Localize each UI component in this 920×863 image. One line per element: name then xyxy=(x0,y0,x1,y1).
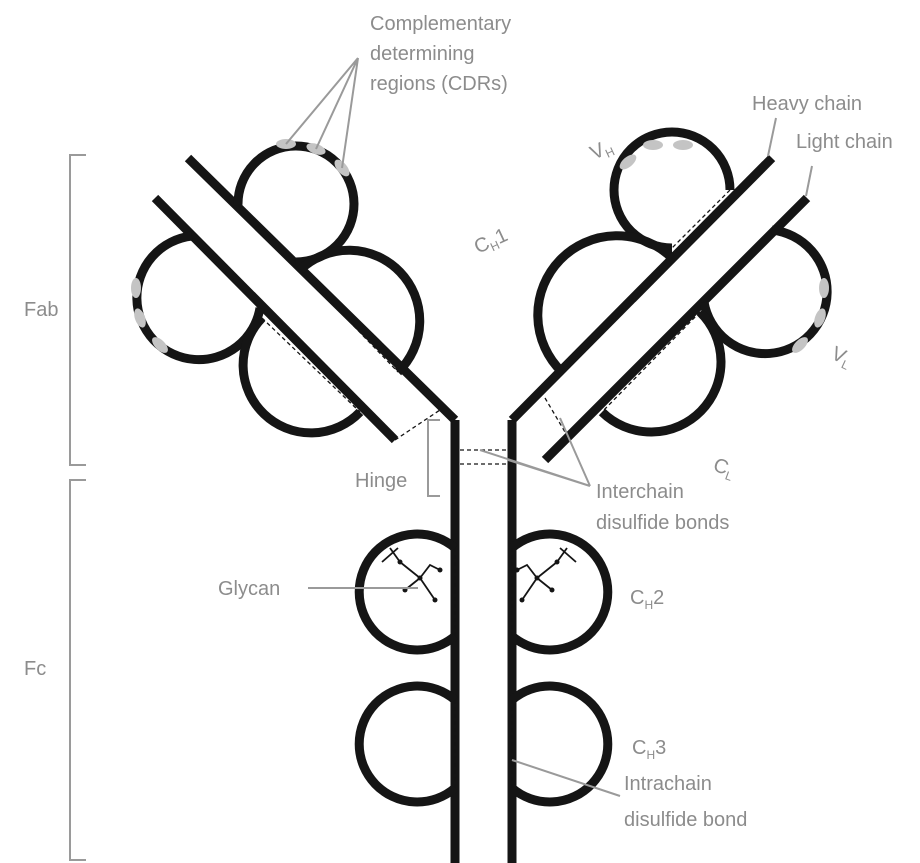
fc-domains xyxy=(359,534,608,802)
cdr-label-line-3: regions (CDRs) xyxy=(370,73,508,95)
svg-text:VL: VL xyxy=(827,343,856,373)
interchain-bond xyxy=(395,410,440,440)
fc-label: Fc xyxy=(24,658,46,680)
interchain-bond xyxy=(545,398,565,432)
left-ch3-domain xyxy=(359,686,455,802)
right-glycan xyxy=(517,548,576,600)
glycan-dot xyxy=(550,588,555,593)
intrachain-bond xyxy=(192,236,260,308)
left-ch1-domain xyxy=(300,250,420,372)
cdr-mark xyxy=(643,140,663,150)
cdr-label-line-2: determining xyxy=(370,43,475,65)
right-light-chain xyxy=(545,198,807,460)
hinge-label: Hinge xyxy=(355,470,407,492)
ch1-label: CH1 xyxy=(471,224,512,260)
right-cl-domain xyxy=(602,312,721,432)
glycan-dot xyxy=(555,560,560,565)
disulfide-bonds xyxy=(192,190,772,788)
glycan-label: Glycan xyxy=(218,578,280,600)
intrachain-bond xyxy=(262,318,360,412)
svg-text:CH1: CH1 xyxy=(471,224,512,260)
intrachain-label-line-1: Intrachain xyxy=(624,773,712,795)
hinge-bracket xyxy=(428,420,440,496)
intrachain-bond xyxy=(602,312,700,412)
left-glycan xyxy=(382,548,440,600)
svg-text:CL: CL xyxy=(710,454,738,484)
glycan-dot xyxy=(418,576,423,581)
intrachain-label-line-2: disulfide bond xyxy=(624,809,747,831)
cl-label: CL xyxy=(710,454,738,484)
fab-domains-right xyxy=(538,132,827,432)
vl-label: VL xyxy=(827,343,856,373)
interchain-label-line-2: disulfide bonds xyxy=(596,512,729,534)
heavy-chain-label: Heavy chain xyxy=(752,93,862,115)
fab-label: Fab xyxy=(24,299,58,321)
svg-text:VH: VH xyxy=(587,135,617,166)
cdr-label-line-1: Complementary xyxy=(370,13,511,35)
fc-heavy-chain-stems xyxy=(455,420,512,863)
right-vl-domain xyxy=(704,230,827,354)
light-chain-label: Light chain xyxy=(796,131,893,153)
left-ch2-domain xyxy=(359,534,455,650)
intrachain-bond xyxy=(704,230,772,302)
light-chain-leader xyxy=(806,166,812,196)
fab-bracket xyxy=(70,155,86,465)
glycan-dot xyxy=(433,598,438,603)
ch2-label: CH2 xyxy=(630,587,664,612)
cdr-mark xyxy=(131,278,141,298)
glycans xyxy=(382,548,576,603)
cdr-mark xyxy=(673,140,693,150)
vh-label: VH xyxy=(587,135,617,166)
glycan-dot xyxy=(520,598,525,603)
fc-bracket xyxy=(70,480,86,860)
right-ch3-domain xyxy=(512,686,608,802)
heavy-chain-arms xyxy=(188,158,772,420)
cdr-mark xyxy=(819,278,829,298)
right-vh-domain xyxy=(614,132,730,248)
interchain-label-line-1: Interchain xyxy=(596,481,684,503)
fab-domains-left xyxy=(137,146,420,433)
glycan-dot xyxy=(515,568,520,573)
left-cl-domain xyxy=(243,318,360,433)
glycan-dot xyxy=(535,576,540,581)
heavy-chain-leader xyxy=(768,118,776,156)
glycan-dot xyxy=(438,568,443,573)
ch3-label: CH3 xyxy=(632,737,666,762)
intrachain-bond xyxy=(672,190,730,248)
glycan-dot xyxy=(398,560,403,565)
